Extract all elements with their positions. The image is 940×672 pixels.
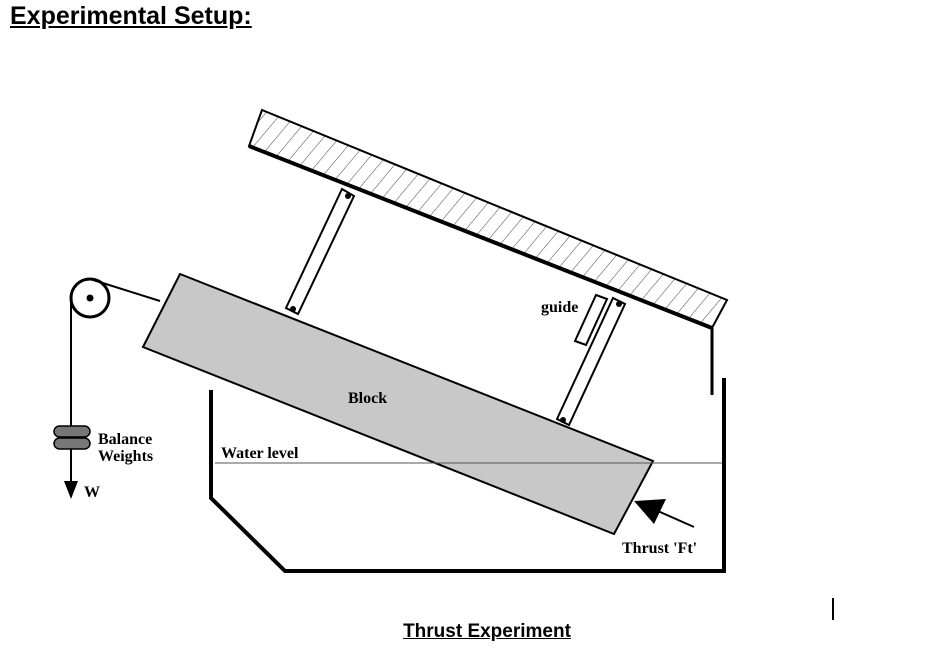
weight-label: W: [84, 484, 100, 501]
support-beam-underside: [248, 144, 713, 330]
section-heading: Experimental Setup:: [10, 2, 252, 30]
water-level-label: Water level: [221, 445, 299, 462]
text-cursor: [832, 598, 834, 620]
weight-arrow: [64, 481, 78, 499]
block: [141, 272, 655, 536]
balance-weights: [53, 425, 91, 450]
block-label: Block: [348, 390, 387, 407]
thrust-arrow-head: [634, 499, 666, 524]
balance-weights-label-line1: Balance: [98, 431, 152, 448]
support-beam: [247, 108, 729, 330]
pulley-string-top: [89, 278, 161, 302]
guide: [573, 293, 609, 347]
guide-label: guide: [541, 299, 578, 316]
lower-rod: [555, 296, 627, 427]
balance-weights-label-line2: Weights: [98, 448, 153, 465]
water-tank: [209, 378, 726, 573]
figure-caption: Thrust Experiment: [403, 621, 571, 642]
pulley: [69, 277, 111, 319]
thrust-label: Thrust 'Ft': [622, 540, 697, 557]
upper-rod: [284, 187, 356, 316]
